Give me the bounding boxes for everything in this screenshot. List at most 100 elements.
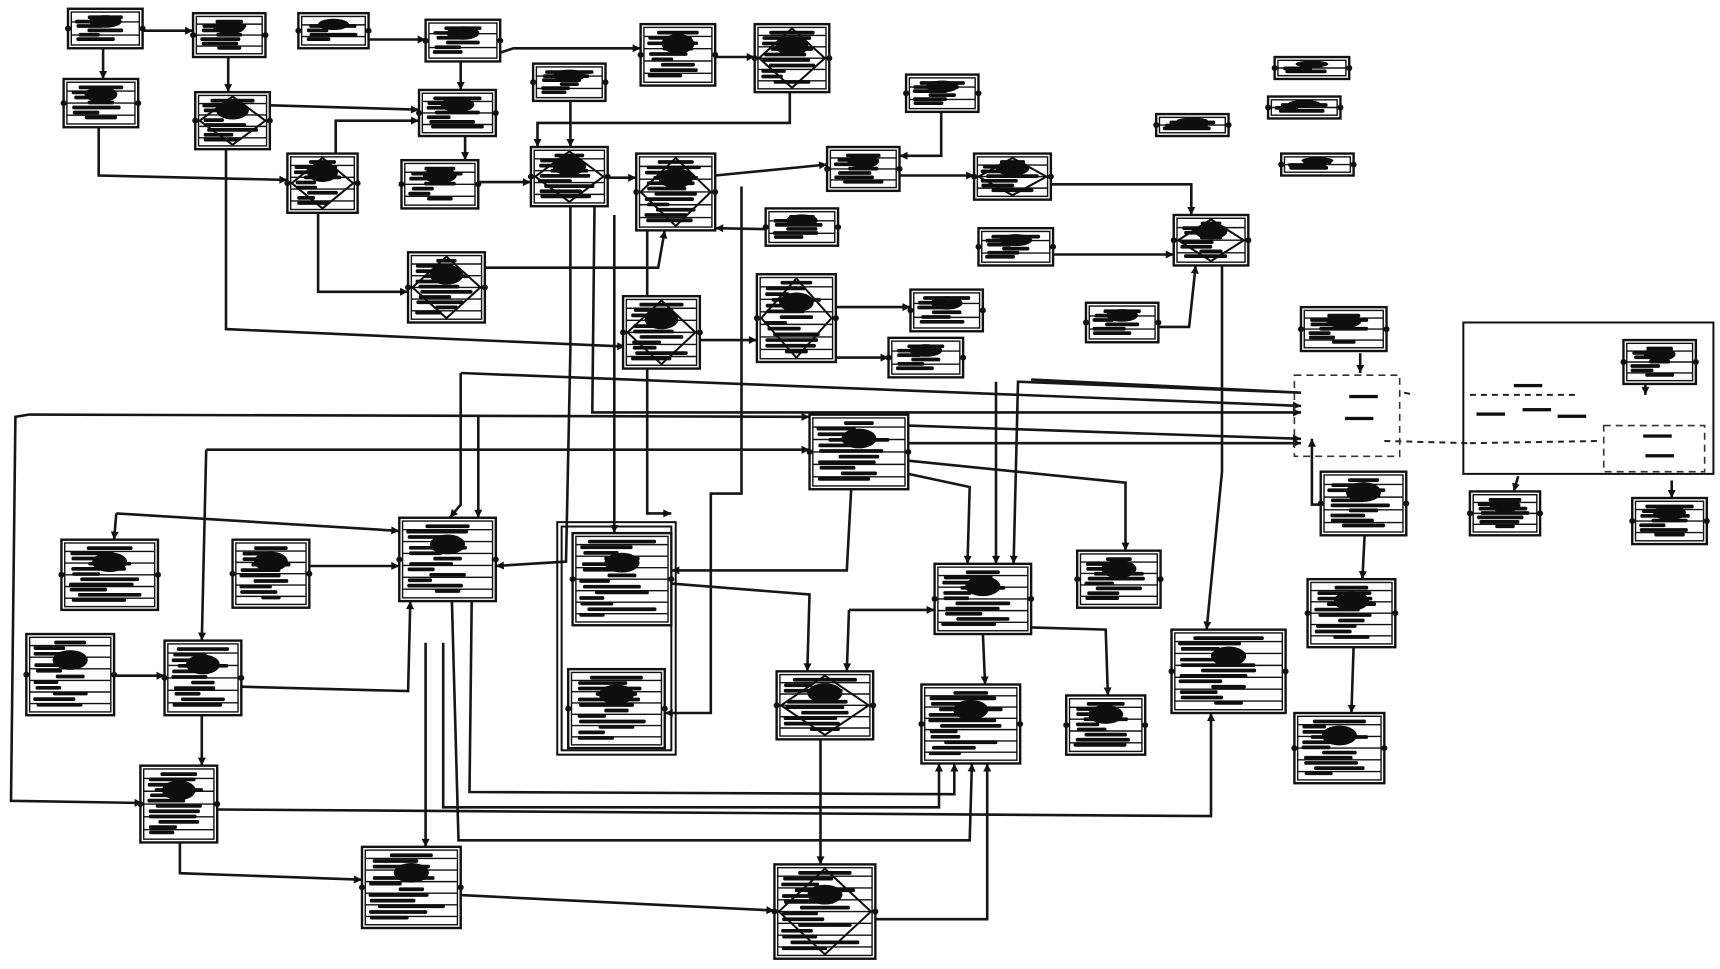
- block-ink: [77, 592, 142, 597]
- block-ink: [767, 326, 801, 331]
- block-28: [1153, 112, 1232, 138]
- wire-arrow-6: [632, 44, 641, 53]
- block-14: [633, 152, 719, 232]
- block-port-left: [60, 100, 67, 107]
- block-port-right: [1703, 518, 1710, 525]
- block-30: [1297, 305, 1390, 353]
- block-ink: [635, 351, 688, 355]
- block-ink: [1092, 331, 1132, 336]
- wire-39: [908, 424, 1302, 441]
- block-inner-frame: [401, 520, 494, 599]
- block-ink: [203, 137, 240, 142]
- block-inner-frame: [768, 211, 836, 244]
- block-ink: [768, 63, 816, 68]
- wire-arrow-9: [533, 138, 542, 147]
- block-ink: [929, 729, 958, 734]
- wire-70: [1310, 438, 1321, 506]
- block-ink: [181, 697, 225, 702]
- block-port-left: [1271, 65, 1278, 72]
- block-ink: [559, 82, 579, 86]
- block-ink: [297, 195, 316, 200]
- block-ink-blob: [785, 214, 818, 227]
- block-ink: [426, 115, 451, 120]
- block-ink: [1649, 359, 1671, 364]
- block-ink: [434, 589, 461, 593]
- block-port-left: [58, 571, 65, 578]
- block-ink: [631, 356, 672, 361]
- block-43: [565, 667, 668, 750]
- wire-arrow-21: [1165, 250, 1174, 259]
- block-ink: [930, 734, 961, 739]
- block-ink-blob: [216, 101, 249, 120]
- block-ink: [432, 50, 463, 54]
- block-ink: [1330, 518, 1374, 523]
- block-port-right: [1225, 122, 1232, 129]
- block-port-right: [896, 165, 903, 172]
- block-port-left: [229, 570, 236, 577]
- block-ink: [644, 213, 688, 217]
- block-ink: [239, 573, 281, 578]
- block-ink-blob: [1326, 314, 1362, 329]
- block-22: [753, 273, 839, 364]
- block-ink: [1304, 755, 1353, 760]
- block-ink: [801, 710, 849, 715]
- block-port-right: [1346, 65, 1353, 72]
- wire-arrow-52: [926, 605, 935, 614]
- block-ink: [646, 218, 693, 223]
- block-ink: [985, 254, 1015, 259]
- block-port-left: [975, 243, 982, 250]
- wire-13: [334, 119, 419, 154]
- block-21: [620, 294, 703, 370]
- block-port-right: [975, 90, 982, 97]
- block-46: [918, 683, 1024, 765]
- block-ink: [1184, 254, 1228, 258]
- block-port-left: [1153, 122, 1160, 129]
- block-ink-blob: [88, 15, 122, 28]
- block-ink: [590, 675, 643, 680]
- block-ink-blob: [930, 296, 963, 310]
- block-port-right: [1403, 500, 1410, 507]
- block-ink: [261, 595, 281, 600]
- block-ink: [928, 751, 961, 756]
- block-inner-frame: [643, 26, 713, 83]
- block-ink: [1333, 635, 1370, 639]
- block-port-left: [903, 90, 910, 97]
- ghost-ink-0: [1513, 383, 1543, 388]
- wire-9: [536, 92, 792, 147]
- block-port-left: [358, 884, 365, 891]
- block-ink: [434, 110, 480, 115]
- block-ink: [1085, 596, 1120, 600]
- block-20: [405, 251, 488, 324]
- block-ink: [87, 100, 115, 105]
- block-ink: [76, 37, 115, 42]
- block-ink: [309, 160, 336, 164]
- ghost-ink-5: [1645, 454, 1674, 458]
- block-ink-blob: [1211, 646, 1247, 667]
- block-inner-frame: [428, 22, 498, 59]
- ghost-ink-6: [1349, 394, 1378, 399]
- block-ink: [52, 691, 88, 696]
- block-36: [569, 531, 675, 627]
- block-port-left: [637, 51, 644, 58]
- block-ink: [1095, 586, 1142, 591]
- wire-arrow-26: [880, 353, 889, 362]
- block-ink-blob: [422, 167, 457, 184]
- wire-arrow-57: [1347, 704, 1356, 714]
- block-port-right: [111, 671, 118, 678]
- ghost-ink-4: [1643, 434, 1672, 438]
- block-ink: [408, 191, 431, 196]
- block-ink: [372, 859, 419, 863]
- block-ink: [411, 186, 434, 191]
- block-inner-frame: [1323, 474, 1404, 533]
- block-inner-frame: [1068, 698, 1143, 753]
- wire-arrow-35: [474, 509, 483, 518]
- block-port-left: [190, 32, 197, 39]
- block-ink: [1302, 724, 1326, 729]
- block-port-right: [604, 173, 611, 180]
- block-inner-frame: [1174, 632, 1284, 711]
- block-53: [1629, 496, 1710, 546]
- block-ink: [762, 58, 811, 62]
- wire-49: [671, 582, 811, 672]
- block-ink-blob: [604, 552, 640, 573]
- group-layer: [556, 321, 1715, 756]
